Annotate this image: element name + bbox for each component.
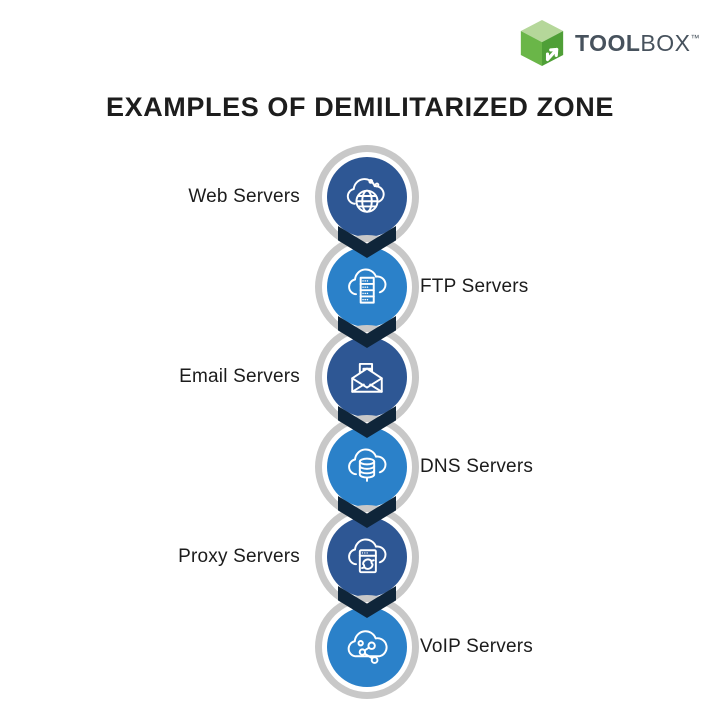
- page-title: EXAMPLES OF DEMILITARIZED ZONE: [105, 92, 614, 122]
- node-email-servers: [327, 337, 407, 417]
- trademark-symbol: ™: [690, 32, 700, 43]
- node-voip-servers: [327, 607, 407, 687]
- label-dns-servers: DNS Servers: [420, 456, 534, 477]
- label-web-servers: Web Servers: [188, 186, 300, 207]
- label-proxy-servers: Proxy Servers: [178, 546, 300, 567]
- node-proxy-servers: [327, 517, 407, 597]
- email-document-icon: [351, 362, 383, 393]
- brand-bold-text: TOOL: [574, 29, 641, 56]
- toolbox-wordmark: TOOLBOX™: [575, 30, 700, 57]
- node-dns-servers: [327, 427, 407, 507]
- label-ftp-servers: FTP Servers: [420, 276, 529, 297]
- toolbox-logo: TOOLBOX™: [519, 18, 700, 68]
- brand-regular-text: BOX: [640, 29, 691, 56]
- cloud-database-icon: [348, 448, 387, 482]
- label-email-servers: Email Servers: [179, 366, 300, 387]
- label-voip-servers: VoIP Servers: [420, 636, 533, 657]
- cloud-browser-sync-icon: [348, 538, 387, 574]
- node-web-servers: [327, 157, 407, 237]
- toolbox-cube-icon: [520, 20, 564, 66]
- cloud-server-rack-icon: [348, 268, 387, 304]
- cloud-network-icon: [347, 630, 388, 664]
- globe-cloud-icon: [346, 178, 385, 213]
- node-ftp-servers: [327, 247, 407, 327]
